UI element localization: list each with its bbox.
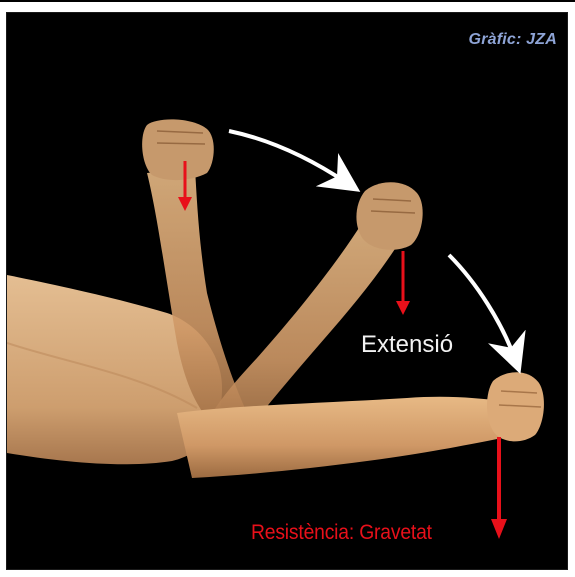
image-credit: Gràfic: JZA xyxy=(469,31,557,49)
gravity-force-arrow-2 xyxy=(396,251,410,315)
motion-label: Extensió xyxy=(361,331,453,359)
gravity-force-arrow-3 xyxy=(491,437,507,539)
exercise-illustration: Gràfic: JZA Extensió Resistència: Gravet… xyxy=(6,12,568,570)
arm-extension-drawing xyxy=(7,13,568,570)
curved-motion-arrow-1 xyxy=(229,131,347,183)
curved-motion-arrow-2 xyxy=(449,255,515,359)
resistance-label: Resistència: Gravetat xyxy=(251,521,432,545)
top-edge xyxy=(0,0,575,2)
